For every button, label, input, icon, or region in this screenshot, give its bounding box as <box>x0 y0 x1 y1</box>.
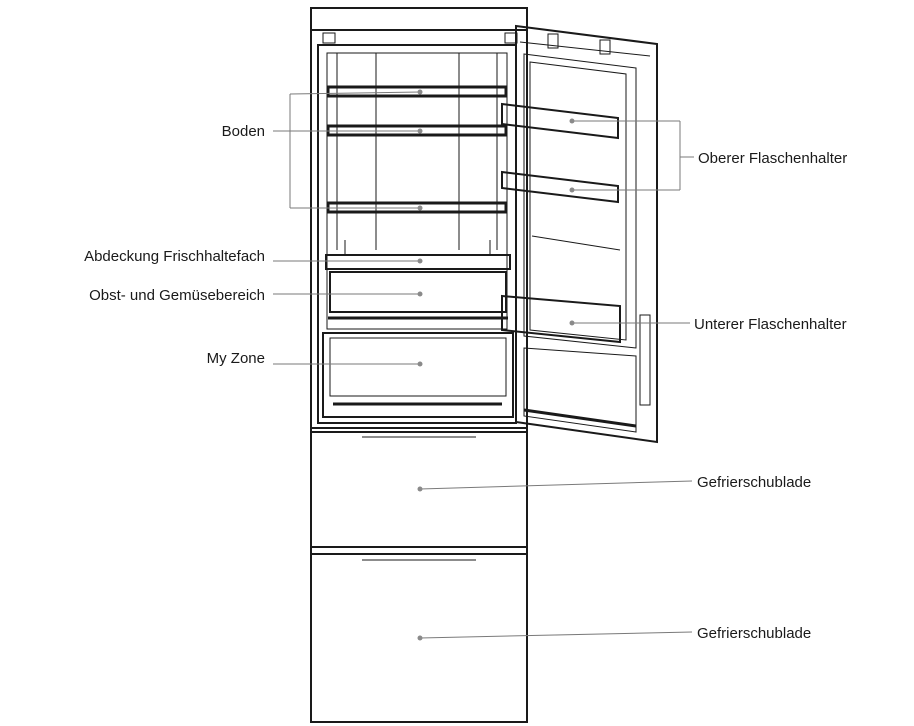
lower-bottle-rack <box>501 294 621 344</box>
myzone-dot <box>417 361 423 367</box>
myzone-drawer-frame <box>322 332 514 418</box>
oberer-dot <box>569 187 575 193</box>
label-obst: Obst- und Gemüsebereich <box>89 287 265 304</box>
label-unterer: Unterer Flaschenhalter <box>694 316 847 333</box>
gefrier1-leader <box>419 480 693 490</box>
unterer-dot <box>569 320 575 326</box>
door-outline <box>515 24 658 444</box>
crisper-cover <box>325 254 511 270</box>
freezer-drawer-2 <box>310 553 528 723</box>
leaders <box>273 89 694 641</box>
door-inner-liner <box>529 61 627 341</box>
freezer-divider <box>310 546 528 555</box>
myzone-drawer <box>329 337 507 397</box>
upper-bottle-rack-bottom <box>501 170 619 204</box>
gefrier2-dot <box>417 635 423 641</box>
label-boden: Boden <box>222 123 265 140</box>
fridge-compartment-inner <box>326 52 508 330</box>
gefrier2-leader <box>419 631 693 639</box>
boden-dot <box>417 89 423 95</box>
abdeckung-dot <box>417 258 423 264</box>
label-oberer: Oberer Flaschenhalter <box>698 150 847 167</box>
crisper-drawer <box>329 271 507 313</box>
door-bottom-bin <box>523 347 637 433</box>
boden-bracket-top <box>289 91 421 95</box>
oberer-dot <box>569 118 575 124</box>
shelf-1 <box>326 85 508 98</box>
label-gefrier-1: Gefrierschublade <box>697 474 811 491</box>
door-gasket <box>523 408 637 428</box>
gefrier1-dot <box>417 486 423 492</box>
fridge-compartment-outer <box>317 44 517 424</box>
fridge-hinge-left <box>322 32 336 44</box>
door-inner-panel <box>523 53 637 349</box>
upper-bottle-rack-top <box>501 102 619 140</box>
door-top-clip <box>599 39 611 55</box>
label-abdeckung: Abdeckung Frischhaltefach <box>84 248 265 265</box>
fridge-door <box>501 24 658 444</box>
door-top-clip <box>547 33 559 49</box>
door-shelf-line <box>531 235 621 251</box>
labels: Boden Abdeckung Frischhaltefach Obst- un… <box>84 123 847 642</box>
door-top-rail <box>519 41 651 57</box>
label-myzone: My Zone <box>207 350 265 367</box>
fridge-top-cap <box>310 7 528 31</box>
door-side-vent <box>639 314 651 406</box>
obst-dot <box>417 291 423 297</box>
label-gefrier-2: Gefrierschublade <box>697 625 811 642</box>
boden-dot <box>417 205 423 211</box>
boden-dot <box>417 128 423 134</box>
